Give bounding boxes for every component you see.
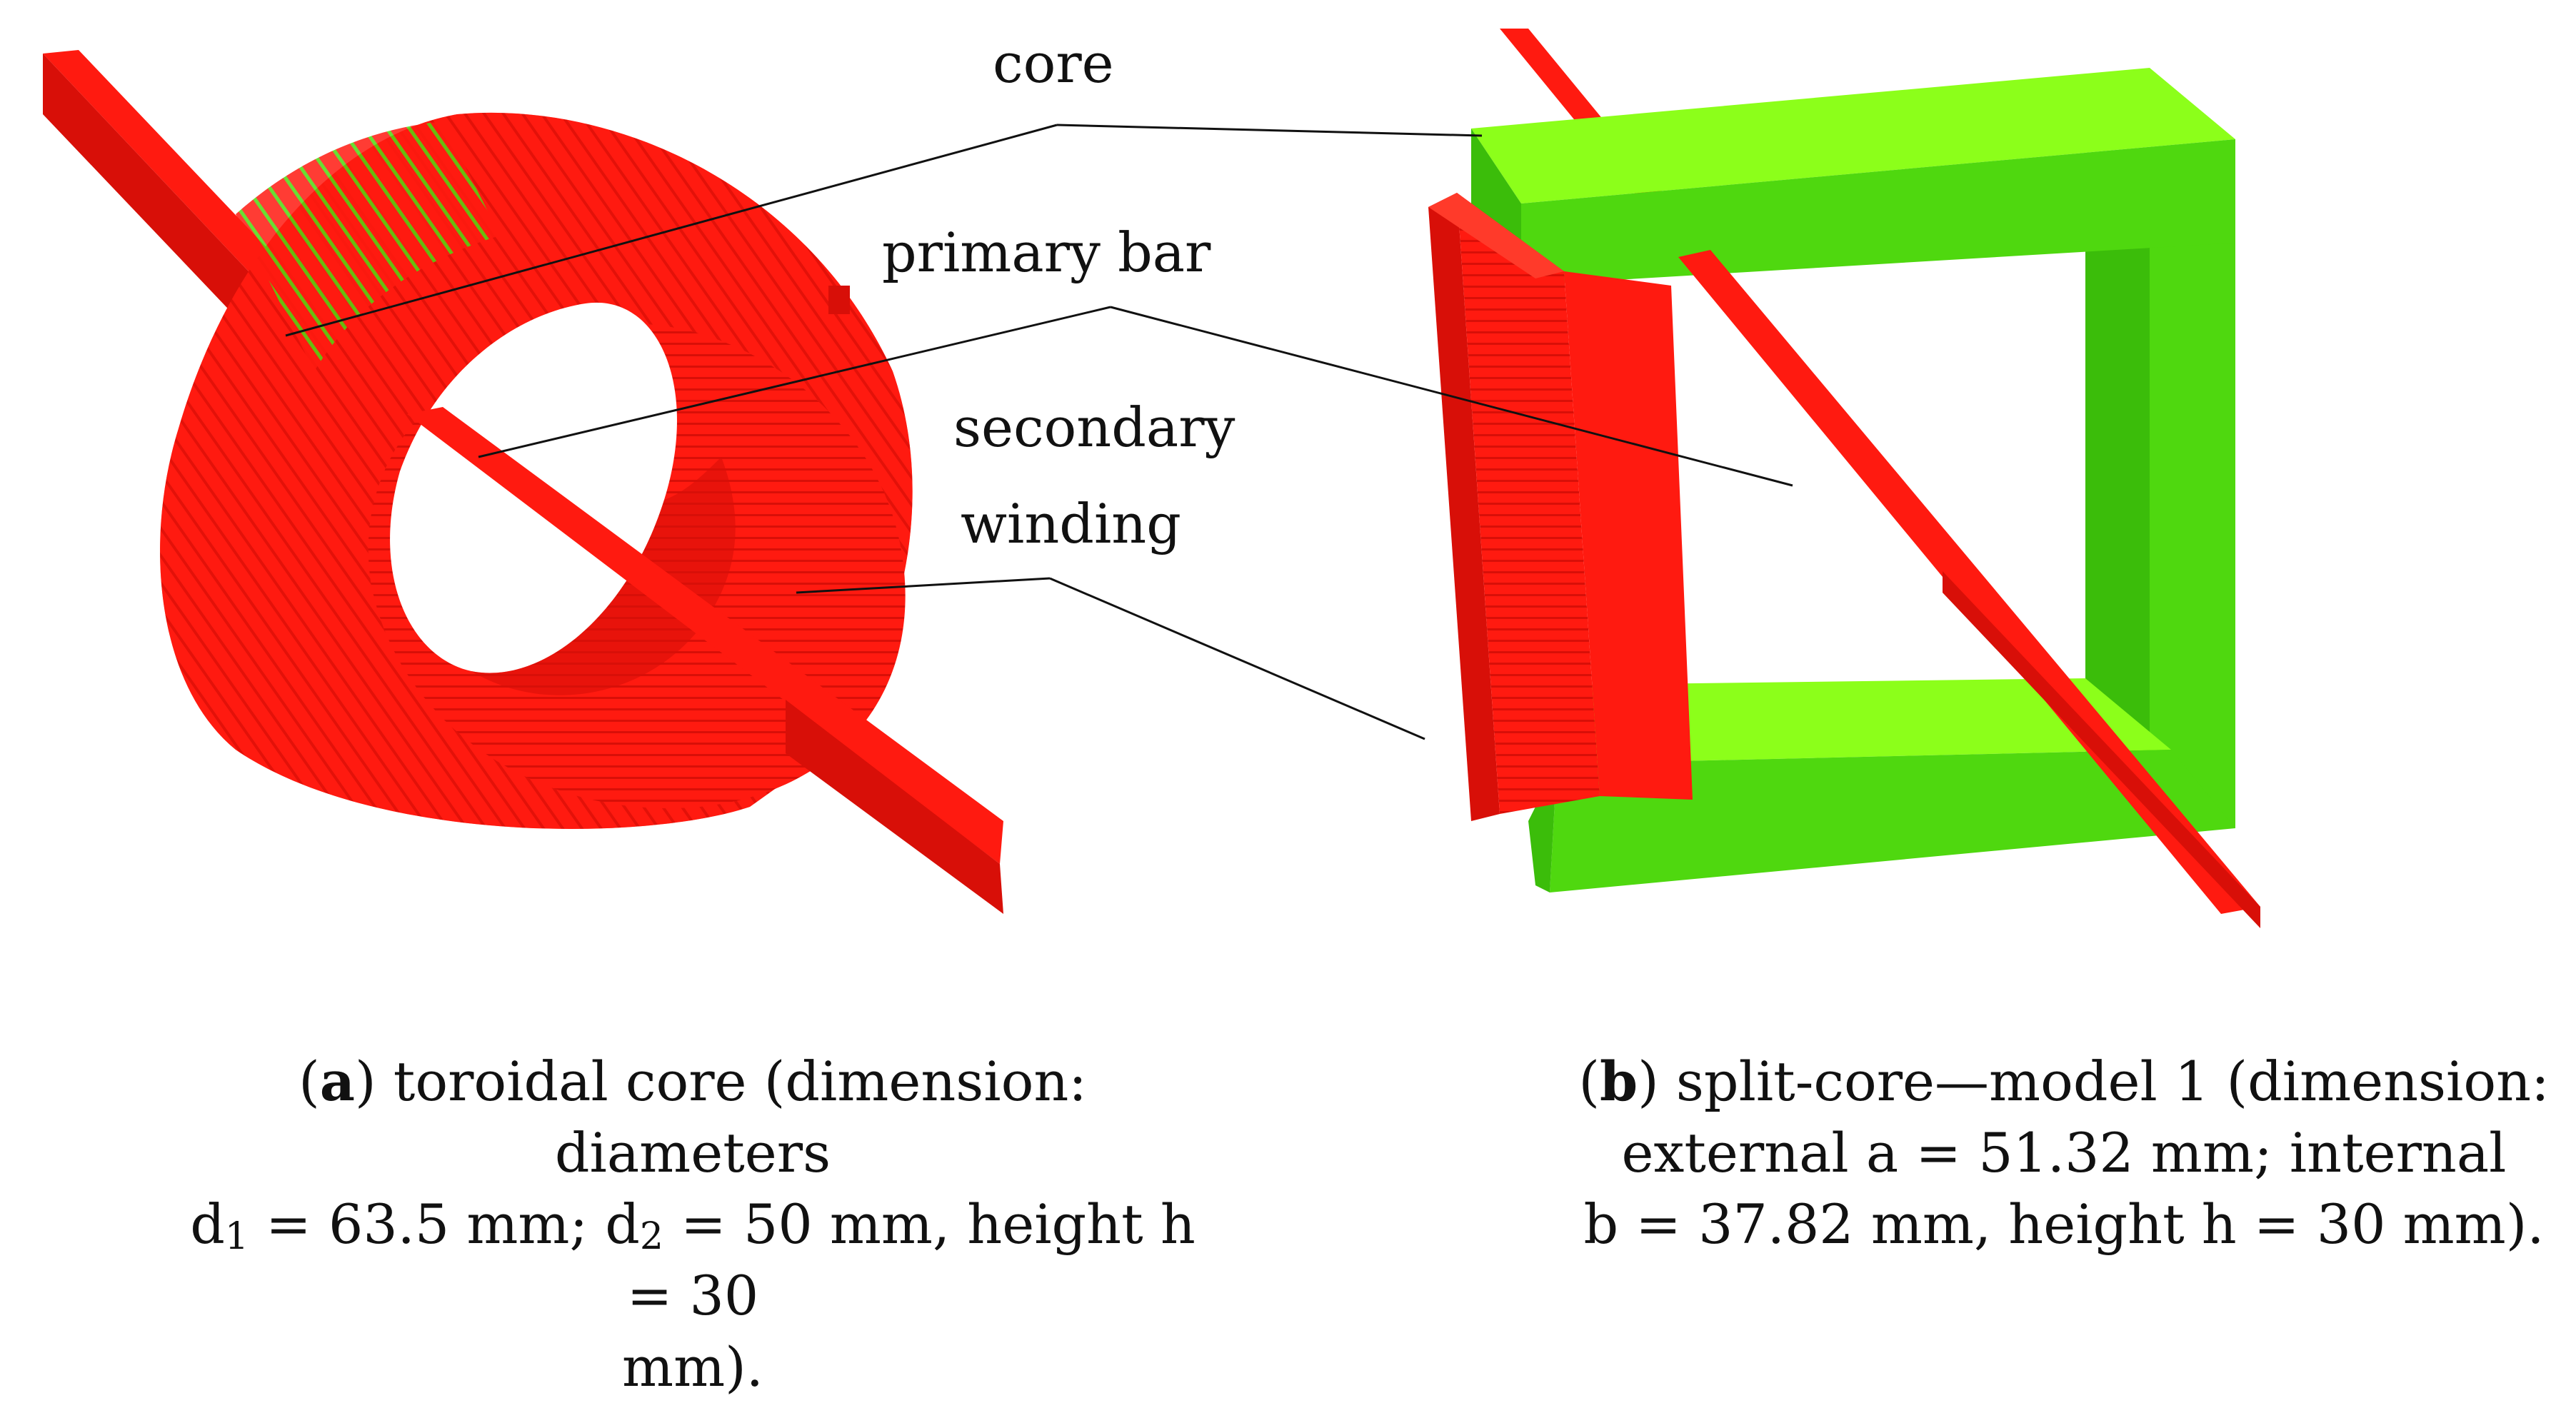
label-core: core: [993, 31, 1114, 95]
caption-a-line1: (a) toroidal core (dimension: diameters: [299, 1050, 1087, 1185]
primary-bar-b-front-side: [1943, 571, 2260, 928]
split-core-model: [1428, 29, 2260, 928]
caption-b-line2: external a = 51.32 mm; internal: [1621, 1121, 2507, 1185]
core-right-leg-inner: [2085, 243, 2150, 807]
leader-core-b: [1056, 124, 1483, 137]
label-secondary-line1: secondary: [953, 396, 1236, 459]
leader-secondary-b: [1049, 577, 1425, 740]
caption-b-letter: b: [1599, 1050, 1638, 1113]
winding-b-face: [1564, 271, 1693, 800]
primary-bar-b-front: [1678, 250, 2260, 914]
core-bottom-bar-front: [1550, 750, 2235, 892]
caption-a-line2: d1 = 63.5 mm; d2 = 50 mm, height h = 30: [190, 1192, 1196, 1327]
toroid-core-exposed: [236, 121, 500, 371]
winding-b-front: [1457, 193, 1600, 814]
toroidal-core-model: [43, 50, 1003, 914]
caption-a-line3: mm).: [622, 1335, 763, 1399]
toroid-step: [828, 286, 850, 314]
leader-core-a: [285, 124, 1058, 337]
caption-b-line3: b = 37.82 mm, height h = 30 mm).: [1583, 1192, 2545, 1256]
label-secondary-line2: winding: [961, 492, 1181, 555]
leader-primary-a: [478, 306, 1111, 458]
primary-bar-a-front-side: [786, 700, 1003, 914]
caption-b: (b) split-core—model 1 (dimension: exter…: [1571, 1046, 2557, 1260]
caption-a: (a) toroidal core (dimension: diameters …: [164, 1046, 1221, 1403]
winding-b-side: [1428, 193, 1500, 821]
winding-b-top: [1428, 193, 1564, 278]
toroid-inner-wall: [471, 457, 736, 695]
caption-b-line1: (b) split-core—model 1 (dimension:: [1578, 1050, 2550, 1113]
figure-canvas: core primary bar secondary winding: [43, 29, 2260, 928]
leader-primary-b: [1110, 306, 1793, 487]
leader-secondary-a: [796, 577, 1051, 594]
caption-a-letter: a: [319, 1050, 355, 1113]
core-top-bar-top: [1471, 68, 2235, 203]
core-top-bar-front: [1521, 139, 2235, 286]
label-primary-bar: primary bar: [882, 221, 1211, 284]
primary-bar-a-front: [407, 407, 1003, 864]
leader-lines: [285, 124, 1793, 740]
